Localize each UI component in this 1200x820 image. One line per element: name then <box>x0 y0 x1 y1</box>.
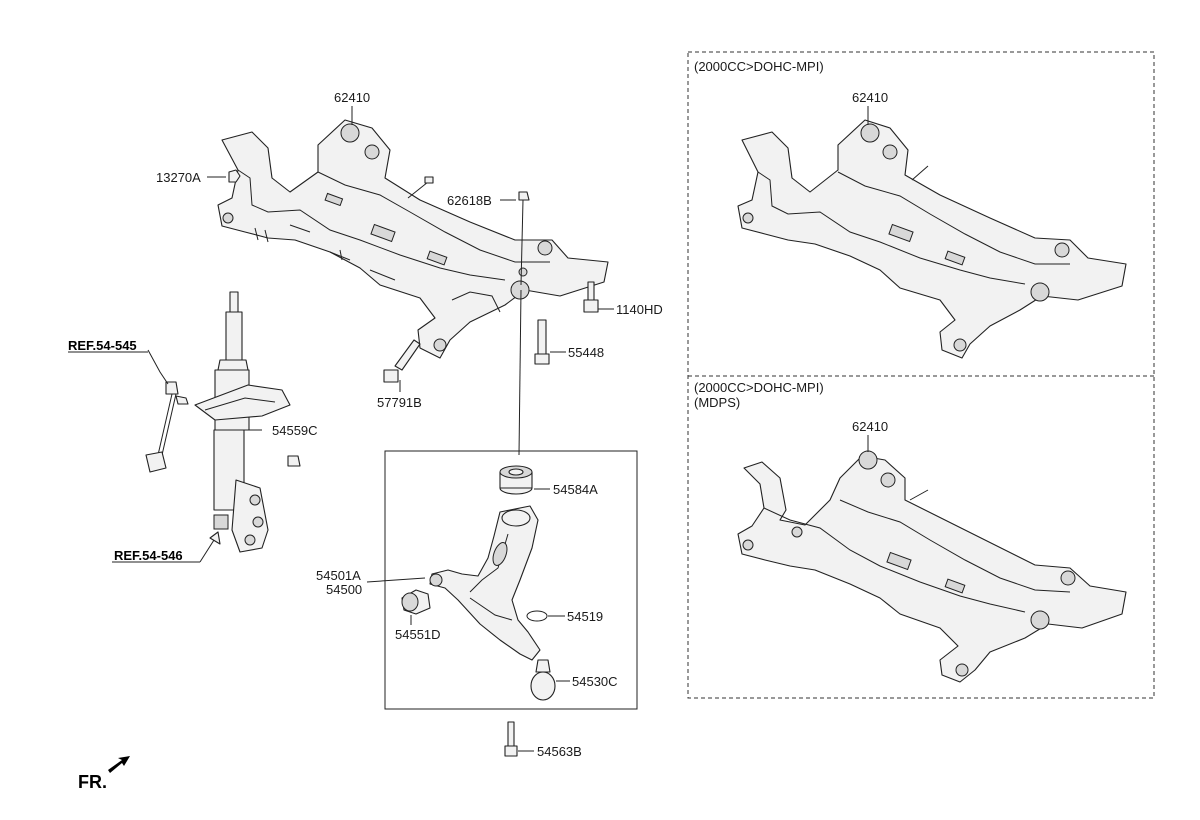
subframe-main <box>217 119 609 359</box>
label-54584A: 54584A <box>553 482 598 497</box>
ref-54546-arrowhead <box>209 531 221 545</box>
lower-arm-box <box>384 450 638 710</box>
label-62410-main: 62410 <box>334 90 370 105</box>
label-1140HD: 1140HD <box>616 302 663 317</box>
part-labels: 62410 13270A 62618B 1140HD 55448 57791B … <box>68 59 888 792</box>
ref-54546-leader <box>199 539 215 563</box>
variant-top-part: 62410 <box>852 90 888 105</box>
variant-top-condition: (2000CC>DOHC-MPI) <box>694 59 824 74</box>
fasteners-main <box>228 169 599 467</box>
label-54500: 54500 <box>326 582 362 597</box>
variant-bottom-part: 62410 <box>852 419 888 434</box>
label-54519: 54519 <box>567 609 603 624</box>
main-leaders <box>207 106 614 456</box>
label-62618B: 62618B <box>447 193 492 208</box>
label-55448: 55448 <box>568 345 604 360</box>
label-54563B: 54563B <box>537 744 582 759</box>
variant-panel <box>687 51 1155 699</box>
lower-arm-assembly <box>366 465 570 757</box>
label-54501A: 54501A <box>316 568 361 583</box>
label-13270A: 13270A <box>156 170 201 185</box>
label-54559C: 54559C <box>272 423 318 438</box>
subframe-variant-2 <box>737 435 1127 683</box>
strut-assembly <box>194 291 291 553</box>
front-arrow-icon <box>108 756 130 773</box>
label-57791B: 57791B <box>377 395 422 410</box>
label-54530C: 54530C <box>572 674 618 689</box>
ref-54546: REF.54-546 <box>114 548 183 563</box>
front-indicator: FR. <box>78 772 107 792</box>
stabilizer-link <box>68 349 189 473</box>
variant-bottom-condition2: (MDPS) <box>694 395 740 410</box>
ref-54545: REF.54-545 <box>68 338 137 353</box>
subframe-variant-1 <box>737 106 1127 359</box>
label-54551D: 54551D <box>395 627 441 642</box>
variant-bottom-condition: (2000CC>DOHC-MPI) <box>694 380 824 395</box>
